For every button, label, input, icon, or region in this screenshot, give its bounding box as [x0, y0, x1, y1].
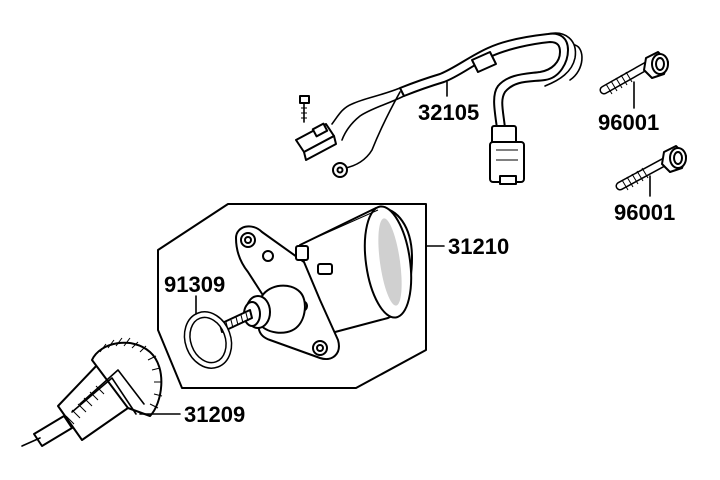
label-96001-lower: 96001 [614, 200, 675, 225]
bolt-lower[interactable] [615, 145, 687, 191]
label-31209: 31209 [184, 402, 245, 427]
starter-drive[interactable] [21, 337, 163, 447]
label-31210: 31210 [448, 234, 509, 259]
label-91309: 91309 [164, 272, 225, 297]
o-ring[interactable] [180, 309, 235, 372]
starter-motor[interactable] [219, 203, 418, 360]
label-96001-upper: 96001 [598, 110, 659, 135]
bolt-upper[interactable] [599, 51, 669, 95]
label-32105: 32105 [418, 100, 479, 125]
wiring-harness[interactable] [295, 32, 583, 185]
starter-motor-group-outline [157, 203, 427, 389]
